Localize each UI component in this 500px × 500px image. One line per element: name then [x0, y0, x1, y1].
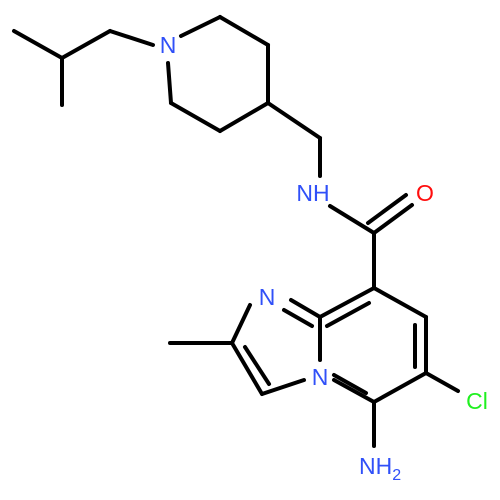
piperidine-nitrogen-label: N [160, 32, 177, 58]
carbonyl-oxygen-label: O [416, 180, 434, 206]
bond-layer [12, 15, 460, 448]
bond [166, 61, 173, 105]
bond [332, 373, 368, 395]
bond [325, 301, 371, 328]
bond [230, 303, 252, 345]
bond [108, 29, 155, 47]
bond [12, 29, 64, 60]
bond [169, 101, 222, 133]
bond [372, 286, 428, 319]
bond [372, 203, 414, 235]
bridgehead-nitrogen-label: N [312, 364, 329, 390]
amine-label: NH2 [359, 453, 401, 484]
bond [332, 378, 376, 404]
bond [372, 371, 428, 404]
amide-nh-label: NH [296, 180, 329, 206]
bond [366, 193, 408, 225]
bond [218, 15, 270, 47]
bond [289, 298, 322, 319]
bond [243, 345, 271, 386]
amine-subscript: 2 [392, 467, 401, 484]
bond [218, 101, 270, 133]
bond [282, 308, 314, 328]
bond [60, 29, 112, 60]
bond [266, 101, 322, 140]
amine-nh-text: NH [359, 453, 392, 479]
bond [424, 371, 460, 393]
atom-label-layer: N NH O N N Cl NH2 [160, 32, 488, 484]
bond [230, 341, 264, 396]
chlorine-label: Cl [466, 388, 488, 414]
imidazole-nitrogen-label: N [259, 284, 276, 310]
bond [179, 15, 222, 38]
bond [318, 286, 376, 319]
bond [328, 204, 376, 235]
bond [260, 378, 306, 396]
